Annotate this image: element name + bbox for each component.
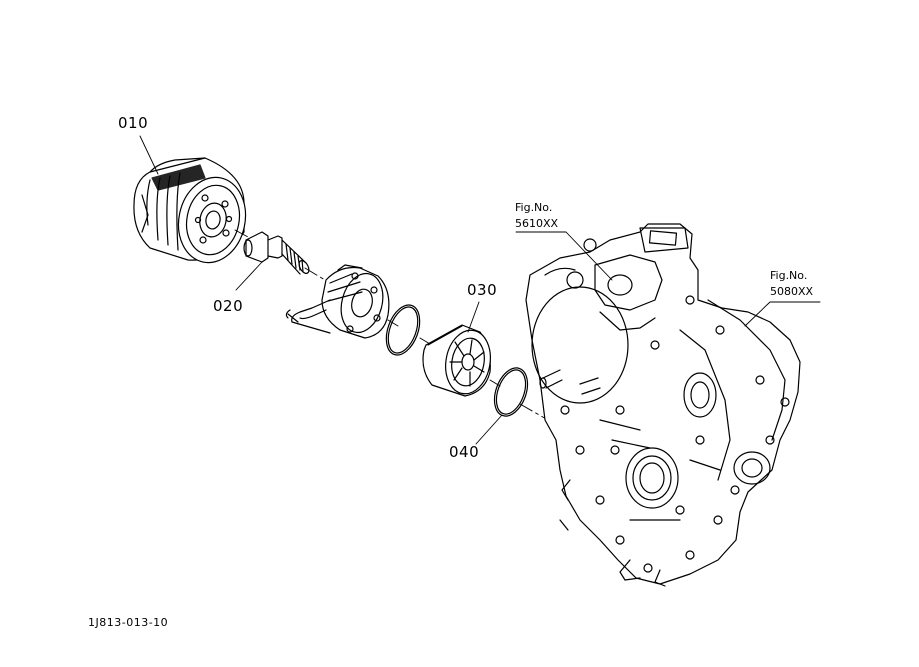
figure-ref-5080XX[interactable]: Fig.No. 5080XX [770,268,813,300]
leader-010 [139,135,159,175]
center-bolt-part-020[interactable] [243,231,311,275]
drawing-code: 1J813-013-10 [88,616,169,629]
leader-5610XX [515,231,613,281]
gear-case-housing[interactable] [525,223,801,587]
leader-040 [475,414,503,445]
oil-cooler-body[interactable] [285,264,390,339]
leader-020 [235,261,263,291]
figure-ref-caption: Fig.No. [515,201,553,214]
figure-ref-number[interactable]: 5610XX [515,217,559,230]
figure-ref-5610XX[interactable]: Fig.No. 5610XX [515,200,558,232]
figure-ref-number[interactable]: 5080XX [770,285,814,298]
o-ring-part-040[interactable] [488,363,533,420]
leader-5080XX [744,301,821,327]
leader-lines [139,135,821,445]
callout-020[interactable]: 020 [213,297,244,315]
callout-010[interactable]: 010 [118,114,149,132]
assembly-axis-line [234,229,563,429]
leader-030 [467,301,480,333]
thin-o-ring[interactable] [380,300,426,359]
oil-cooler-element-part-030[interactable] [422,324,495,397]
callout-040[interactable]: 040 [449,443,480,461]
oil-filter-part-010[interactable] [133,157,253,269]
callout-030[interactable]: 030 [467,281,498,299]
figure-ref-caption: Fig.No. [770,269,808,282]
